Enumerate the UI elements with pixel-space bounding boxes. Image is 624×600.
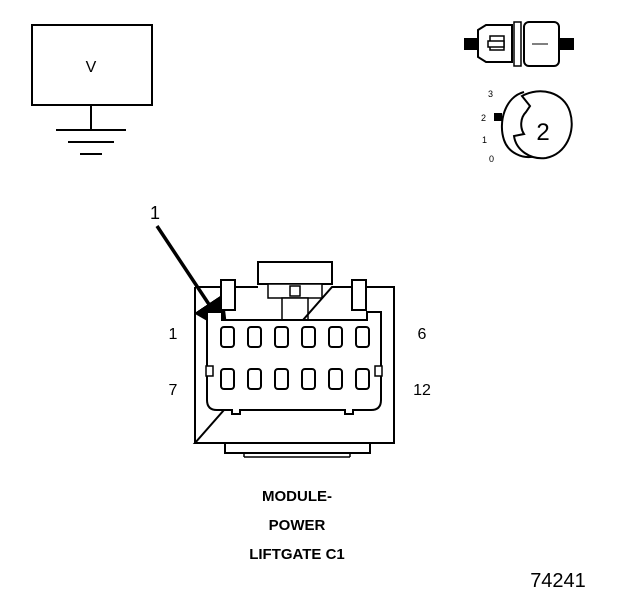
caption-line-2: POWER (269, 517, 326, 534)
caption-line-3: LIFTGATE C1 (249, 546, 345, 563)
probe-terminal-icon (464, 21, 574, 67)
pin-cavity-9 (274, 368, 289, 390)
pin-cavity-1 (220, 326, 235, 348)
probe-scale-gauge: 3 2 1 0 2 (481, 89, 573, 164)
scale-pointer-icon (494, 113, 502, 121)
voltmeter-symbol: V (31, 24, 153, 155)
pin-label-1: 1 (169, 326, 178, 343)
pin-cavity-12 (355, 368, 370, 390)
scale-tick-1: 1 (482, 135, 487, 145)
scale-tick-0: 0 (489, 154, 494, 164)
scale-tick-2: 2 (481, 113, 486, 123)
pin-label-12: 12 (413, 382, 431, 399)
scale-tick-3: 3 (488, 89, 493, 99)
caption-line-1: MODULE- (262, 488, 332, 505)
meter-label: V (86, 59, 97, 76)
selector-knob-icon (512, 90, 573, 160)
pin-label-7: 7 (169, 382, 178, 399)
knob-setting: 2 (536, 119, 549, 146)
pin-cavity-7 (220, 368, 235, 390)
figure-number: 74241 (530, 570, 586, 592)
ground-icon (56, 129, 126, 155)
meter-box (31, 24, 153, 106)
pin-label-6: 6 (418, 326, 427, 343)
pin-cavities (220, 326, 370, 390)
pin-cavity-3 (274, 326, 289, 348)
pin-cavity-6 (355, 326, 370, 348)
pin-cavity-8 (247, 368, 262, 390)
pin-cavity-4 (301, 326, 316, 348)
connector-face-view (192, 261, 395, 458)
callout-1: 1 (150, 203, 228, 333)
pin-cavity-11 (328, 368, 343, 390)
callout-number: 1 (150, 203, 160, 223)
pin-cavity-2 (247, 326, 262, 348)
pin-cavity-10 (301, 368, 316, 390)
pin-cavity-5 (328, 326, 343, 348)
callout-arrow (155, 225, 228, 333)
